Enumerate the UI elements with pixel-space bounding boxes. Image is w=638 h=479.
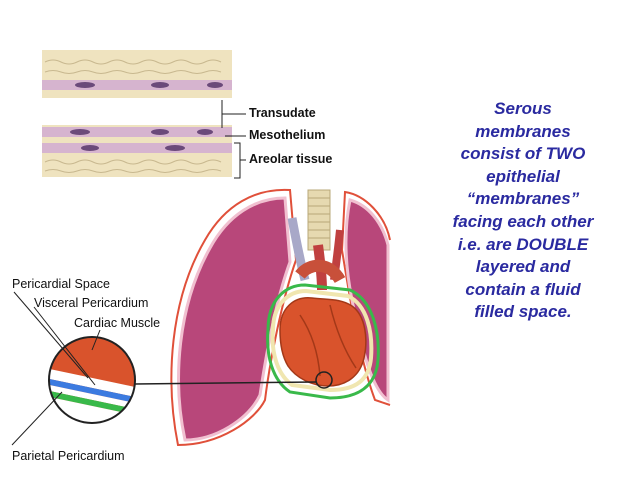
heart-detail xyxy=(299,304,357,377)
pericardial-space-label: Pericardial Space xyxy=(12,277,110,291)
heart xyxy=(279,297,367,387)
visceral-pericardium-label: Visceral Pericardium xyxy=(34,296,149,310)
parietal-pericardium-label: Parietal Pericardium xyxy=(12,449,125,463)
serous-membrane-explanation: Serous membranes consist of TWO epitheli… xyxy=(452,99,594,322)
visceral-layer-outline xyxy=(270,288,374,393)
transudate-label: Transudate xyxy=(249,106,316,120)
great-vessels xyxy=(287,217,346,291)
trachea xyxy=(307,189,331,251)
parietal-layer-outline xyxy=(266,283,380,400)
tissue-leaders xyxy=(221,100,246,179)
cardiac-muscle-label: Cardiac Muscle xyxy=(74,316,161,330)
areolar-tissue-label: Areolar tissue xyxy=(249,152,333,166)
pericardium-leaders xyxy=(11,291,101,446)
mesothelium-label: Mesothelium xyxy=(249,128,326,142)
tissue-section-top xyxy=(42,50,232,98)
tissue-section-bottom xyxy=(42,125,232,177)
left-lung xyxy=(177,196,292,442)
